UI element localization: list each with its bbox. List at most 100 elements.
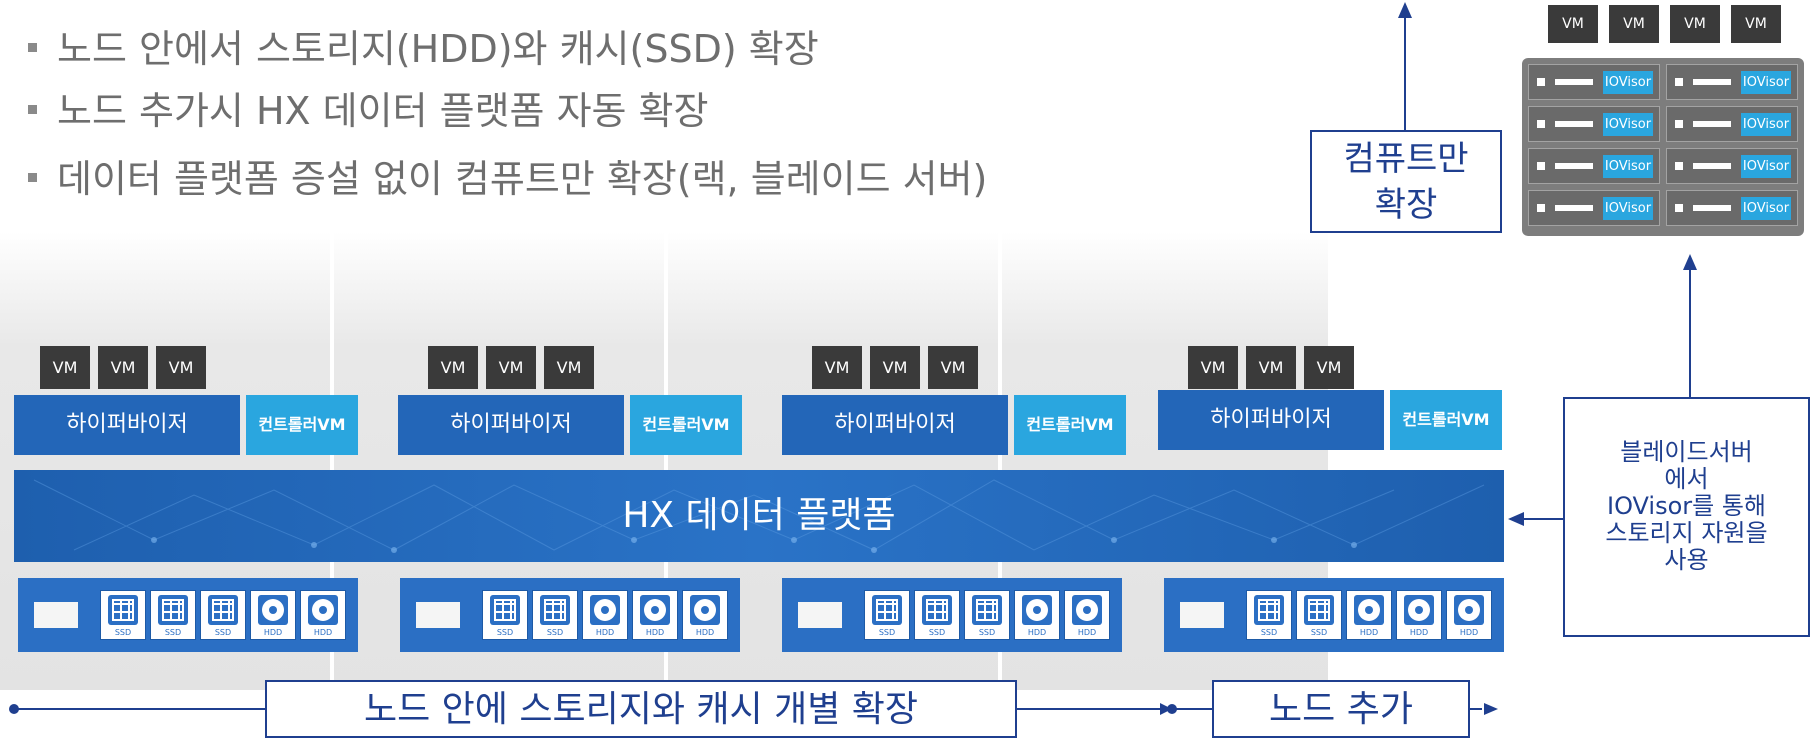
hypervisor-box: 하이퍼바이저 — [398, 395, 624, 455]
ssd-disk: SSD — [532, 590, 578, 640]
hdd-disk: HDD — [1346, 590, 1392, 640]
hdd-icon — [640, 595, 670, 625]
disk-label: SSD — [164, 628, 182, 637]
disk-label: SSD — [214, 628, 232, 637]
up-arrow-icon — [1398, 2, 1412, 132]
disk-label: HDD — [1027, 628, 1047, 637]
blade-note-line: 블레이드서버 — [1620, 438, 1753, 466]
hdd-icon — [590, 595, 620, 625]
blade-server: IOVisor — [1528, 64, 1660, 100]
vm-box: VM — [486, 346, 536, 389]
blade-handle-icon — [1693, 205, 1731, 211]
ssd-disk: SSD — [864, 590, 910, 640]
controller-vm-box: 컨트롤러VM — [630, 395, 742, 455]
add-node-label: 노드 추가 — [1212, 680, 1470, 738]
hdd-icon — [1022, 595, 1052, 625]
bullet-item: 노드 안에서 스토리지(HDD)와 캐시(SSD) 확장 — [28, 18, 819, 73]
disk-label: HDD — [695, 628, 715, 637]
ssd-disk: SSD — [200, 590, 246, 640]
ssd-icon — [540, 595, 570, 625]
disk-label: HDD — [1459, 628, 1479, 637]
blade-led-icon — [1675, 162, 1683, 170]
blade-server-note: 블레이드서버 에서 IOVisor를 통해 스토리지 자원을 사용 — [1563, 397, 1810, 637]
vm-box: VM — [544, 346, 594, 389]
ssd-icon — [490, 595, 520, 625]
blade-server: IOVisor — [1528, 106, 1660, 142]
hdd-disk: HDD — [1396, 590, 1442, 640]
disk-label: SSD — [546, 628, 564, 637]
drive-slot-icon — [798, 602, 842, 628]
bullet-item: 노드 추가시 HX 데이터 플랫폼 자동 확장 — [28, 80, 708, 135]
ssd-disk: SSD — [482, 590, 528, 640]
disk-panel: SSD SSD HDD HDD HDD — [400, 578, 740, 652]
compute-only-box: 컴퓨트만 확장 — [1310, 130, 1502, 233]
hdd-disk: HDD — [1014, 590, 1060, 640]
scale-in-node-label: 노드 안에 스토리지와 캐시 개별 확장 — [265, 680, 1017, 738]
vm-box: VM — [870, 346, 920, 389]
blade-handle-icon — [1693, 79, 1731, 85]
blade-note-line: 스토리지 자원을 — [1605, 519, 1768, 547]
disk-label: HDD — [645, 628, 665, 637]
hdd-disk: HDD — [250, 590, 296, 640]
hdd-disk: HDD — [632, 590, 678, 640]
blade-server: IOVisor — [1528, 190, 1660, 226]
ssd-icon — [1304, 595, 1334, 625]
disk-label: SSD — [114, 628, 132, 637]
hdd-disk: HDD — [1064, 590, 1110, 640]
blade-server: IOVisor — [1666, 190, 1798, 226]
disk-label: SSD — [978, 628, 996, 637]
vm-box: VM — [428, 346, 478, 389]
blade-server: IOVisor — [1666, 106, 1798, 142]
ssd-icon — [1254, 595, 1284, 625]
hypervisor-box: 하이퍼바이저 — [14, 395, 240, 455]
vm-box: VM — [1670, 5, 1720, 43]
hdd-disk: HDD — [1446, 590, 1492, 640]
disk-label: SSD — [878, 628, 896, 637]
bullet-text: 데이터 플랫폼 증설 없이 컴퓨트만 확장(랙, 블레이드 서버) — [57, 157, 988, 201]
compute-only-line: 컴퓨트만 — [1343, 139, 1469, 179]
hdd-disk: HDD — [582, 590, 628, 640]
blade-server: IOVisor — [1528, 148, 1660, 184]
disk-label: HDD — [1359, 628, 1379, 637]
blade-note-line: IOVisor를 통해 — [1606, 492, 1767, 520]
ssd-disk: SSD — [150, 590, 196, 640]
iovisor-label: IOVisor — [1741, 197, 1791, 220]
blade-led-icon — [1675, 120, 1683, 128]
hdd-icon — [1404, 595, 1434, 625]
blade-led-icon — [1537, 120, 1545, 128]
platform-label: HX 데이터 플랫폼 — [622, 495, 896, 536]
blade-handle-icon — [1555, 121, 1593, 127]
blade-led-icon — [1537, 78, 1545, 86]
bullet-square-icon — [28, 43, 37, 52]
left-arrow-icon — [1508, 512, 1564, 526]
iovisor-label: IOVisor — [1603, 197, 1653, 220]
blade-led-icon — [1537, 204, 1545, 212]
vm-box: VM — [40, 346, 90, 389]
vm-box: VM — [1304, 346, 1354, 389]
hdd-icon — [1354, 595, 1384, 625]
ssd-icon — [108, 595, 138, 625]
controller-vm-box: 컨트롤러VM — [1390, 390, 1502, 450]
disk-panel: SSD SSD SSD HDD HDD — [18, 578, 358, 652]
hdd-icon — [690, 595, 720, 625]
ssd-disk: SSD — [1296, 590, 1342, 640]
drive-slot-icon — [34, 602, 78, 628]
blade-server: IOVisor — [1666, 64, 1798, 100]
controller-vm-box: 컨트롤러VM — [246, 395, 358, 455]
vm-box: VM — [1731, 5, 1781, 43]
network-pattern-icon — [33, 479, 1485, 553]
disk-label: HDD — [1409, 628, 1429, 637]
blade-handle-icon — [1555, 205, 1593, 211]
blade-handle-icon — [1693, 163, 1731, 169]
disk-label: HDD — [313, 628, 333, 637]
disk-label: HDD — [595, 628, 615, 637]
hdd-icon — [258, 595, 288, 625]
vm-box: VM — [156, 346, 206, 389]
hdd-icon — [1454, 595, 1484, 625]
vm-box: VM — [928, 346, 978, 389]
disk-label: HDD — [263, 628, 283, 637]
disk-label: SSD — [1310, 628, 1328, 637]
controller-vm-box: 컨트롤러VM — [1014, 395, 1126, 455]
